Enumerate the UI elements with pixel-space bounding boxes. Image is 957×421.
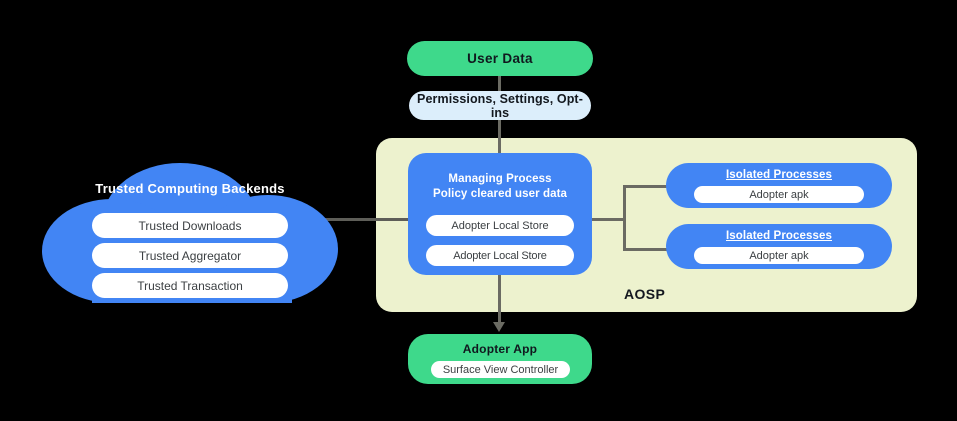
aosp-label: AOSP [624,286,666,302]
connector-managing-to-bracket [592,218,625,221]
isolated-process-node-1[interactable]: Isolated Processes Adopter apk [666,224,892,269]
user-data-node[interactable]: User Data [407,41,593,76]
cloud-item-label: Trusted Downloads [138,218,242,233]
permissions-label: Permissions, Settings, Opt-ins [417,91,583,120]
managing-process-item-adopter-local-store-1[interactable]: Adopter Local Store [426,245,574,266]
adopter-app-item-label: Surface View Controller [442,363,559,376]
connector-cloud-to-managing [258,218,408,221]
connector-userdata-to-permissions [498,76,501,92]
user-data-label: User Data [467,51,533,66]
cloud-item-trusted-downloads[interactable]: Trusted Downloads [92,213,288,238]
cloud-item-trusted-aggregator[interactable]: Trusted Aggregator [92,243,288,268]
connector-permissions-to-managing [498,120,501,154]
managing-process-title-line2: Policy cleared user data [432,188,568,200]
permissions-node[interactable]: Permissions, Settings, Opt-ins [409,91,591,120]
managing-process-title: Managing Process Policy cleared user dat… [408,172,592,202]
isolated-process-title: Isolated Processes [726,230,832,242]
cloud-item-label: Trusted Transaction [137,278,243,293]
isolated-process-item-adopter-apk[interactable]: Adopter apk [694,247,864,264]
managing-process-item-label: Adopter Local Store [453,249,547,262]
managing-process-node[interactable]: Managing Process Policy cleared user dat… [408,153,592,275]
isolated-process-node-0[interactable]: Isolated Processes Adopter apk [666,163,892,208]
connector-managing-to-adopterapp [498,275,501,325]
cloud-item-trusted-transaction[interactable]: Trusted Transaction [92,273,288,298]
isolated-process-item-adopter-apk[interactable]: Adopter apk [694,186,864,203]
managing-process-item-adopter-local-store-0[interactable]: Adopter Local Store [426,215,574,236]
connector-bracket-vertical [623,185,626,251]
isolated-process-item-label: Adopter apk [749,249,809,262]
managing-process-title-line1: Managing Process [448,173,552,185]
cloud-item-label: Trusted Aggregator [138,248,242,263]
isolated-process-item-label: Adopter apk [749,188,809,201]
arrow-down-icon [493,322,505,332]
adopter-app-node[interactable]: Adopter App Surface View Controller [408,334,592,384]
connector-bracket-to-isolated-1 [623,248,668,251]
cloud-title: Trusted Computing Backends [95,181,285,196]
managing-process-item-label: Adopter Local Store [451,219,549,232]
adopter-app-item-surface-view-controller[interactable]: Surface View Controller [431,361,570,378]
adopter-app-title: Adopter App [462,342,538,356]
isolated-process-title: Isolated Processes [726,169,832,181]
connector-bracket-to-isolated-0 [623,185,668,188]
